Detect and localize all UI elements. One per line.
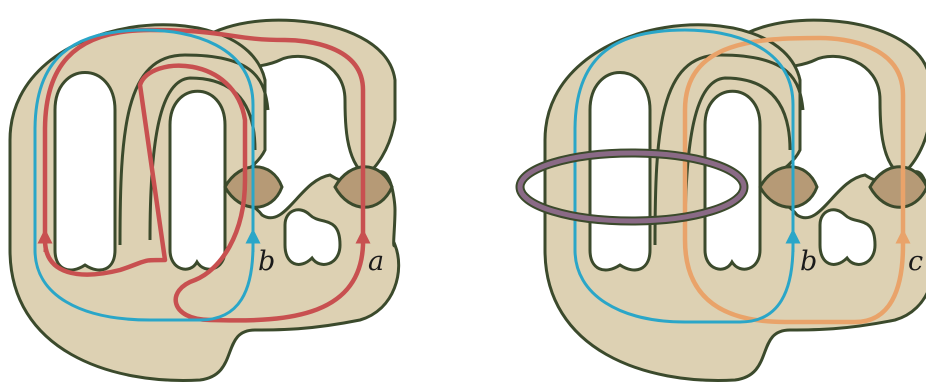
left-label-b: b <box>258 246 275 277</box>
left-hole-1 <box>55 73 115 271</box>
right-hole-1 <box>590 73 650 271</box>
left-label-a: a <box>368 246 384 277</box>
left-figure: b a <box>10 20 399 380</box>
left-hole-2 <box>170 91 225 269</box>
right-figure: b c <box>520 20 926 380</box>
right-hole-2 <box>705 91 760 269</box>
right-label-b: b <box>800 246 817 277</box>
right-label-c: c <box>908 246 923 277</box>
